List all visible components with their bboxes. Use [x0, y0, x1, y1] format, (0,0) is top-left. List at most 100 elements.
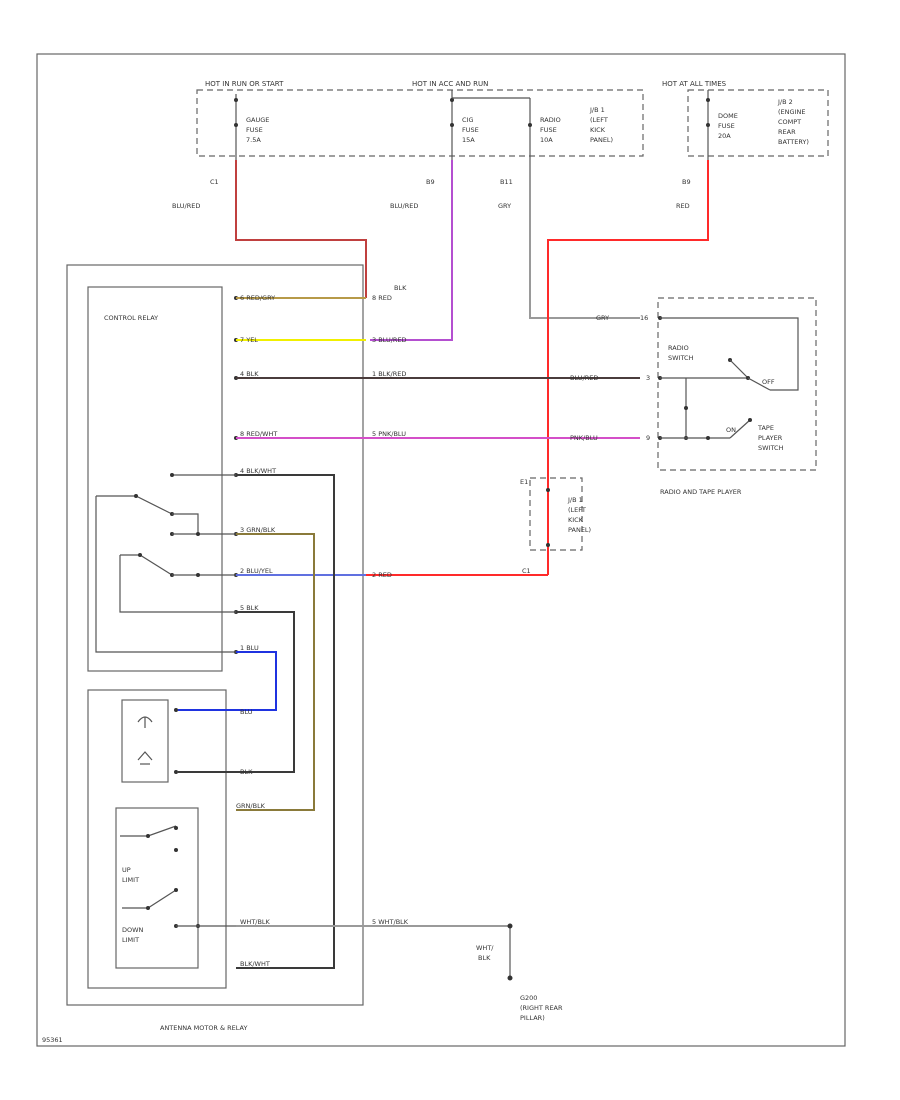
svg-text:(RIGHT REAR: (RIGHT REAR — [520, 1004, 563, 1012]
svg-text:FUSE: FUSE — [540, 126, 557, 134]
rpin8-label: 8 RED — [372, 294, 392, 302]
motor-pin-top — [174, 708, 178, 712]
svg-text:(ENGINE: (ENGINE — [778, 108, 805, 116]
svg-text:BATTERY): BATTERY) — [778, 138, 809, 146]
pin4-label: 4 BLK — [240, 370, 259, 378]
hot-acc-run-label: HOT IN ACC AND RUN — [412, 80, 488, 88]
svg-text:J/B 2: J/B 2 — [777, 98, 793, 106]
limit-switch-box — [115, 807, 199, 969]
jb1-fuse-box — [196, 89, 644, 157]
svg-text:ON: ON — [726, 426, 736, 434]
svg-text:20A: 20A — [718, 132, 731, 140]
motor-symbol-box — [121, 699, 169, 783]
svg-text:PILLAR): PILLAR) — [520, 1014, 545, 1022]
svg-text:G200: G200 — [520, 994, 537, 1002]
pin6-label: 6 RED/GRY — [240, 294, 275, 302]
svg-text:DOME: DOME — [718, 112, 738, 120]
antenna-caption: ANTENNA MOTOR & RELAY — [160, 1024, 247, 1032]
wire-grn-blk — [236, 533, 315, 811]
svg-text:RADIO: RADIO — [668, 344, 689, 352]
tape-player-switch: ON TAPE PLAYER SWITCH — [660, 378, 784, 452]
svg-text:LIMIT: LIMIT — [122, 876, 139, 884]
pin-c1: C1 — [210, 178, 219, 186]
jb2-label: J/B 2 (ENGINE COMPT REAR BATTERY) — [777, 98, 809, 146]
pin5-label: 5 BLK — [240, 604, 259, 612]
svg-text:PLAYER: PLAYER — [758, 434, 783, 442]
svg-text:UP: UP — [122, 866, 131, 874]
motor-icon — [137, 716, 153, 765]
motor-pin-bottom — [174, 770, 178, 774]
ground-splice — [507, 923, 513, 929]
control-relay-box — [87, 286, 223, 672]
svg-text:REAR: REAR — [778, 128, 796, 136]
wire-label-blu-red-b: BLU/RED — [390, 202, 418, 210]
wire-label-gry: GRY — [498, 202, 511, 210]
svg-text:PANEL): PANEL) — [568, 526, 591, 534]
svg-text:GAUGE: GAUGE — [246, 116, 269, 124]
svg-text:FUSE: FUSE — [246, 126, 263, 134]
jb1-mid-box — [529, 477, 583, 551]
svg-text:9: 9 — [646, 434, 650, 442]
hot-all-times-label: HOT AT ALL TIMES — [662, 80, 727, 88]
out-wht-blk-label: 5 WHT/BLK — [372, 918, 409, 926]
corner-code: 95361 — [42, 1036, 63, 1044]
wire-gauge-red-blk — [235, 160, 367, 298]
svg-text:J/B 1: J/B 1 — [567, 496, 583, 504]
radio-fuse: RADIO FUSE 10A — [528, 98, 561, 160]
svg-text:KICK: KICK — [568, 516, 584, 524]
dome-fuse: DOME FUSE 20A — [706, 90, 738, 160]
jb1-mid-label: J/B 1 (LEFT KICK PANEL) — [567, 496, 591, 534]
svg-text:KICK: KICK — [590, 126, 606, 134]
wht-blk-inner-label: WHT/BLK — [240, 918, 271, 926]
pin-c1-mid: C1 — [522, 567, 531, 575]
down-limit-switch: DOWN LIMIT — [122, 888, 236, 944]
ground-wire-label-2: BLK — [478, 954, 491, 962]
jb2-fuse-box — [687, 89, 829, 157]
wire-label-blu-red-right: BLU/RED — [570, 374, 598, 382]
pin-e1: E1 — [520, 478, 528, 486]
relay-switch-upper — [95, 473, 236, 653]
svg-text:FUSE: FUSE — [462, 126, 479, 134]
svg-text:15A: 15A — [462, 136, 475, 144]
ground-wire-label-1: WHT/ — [476, 944, 494, 952]
svg-text:RADIO: RADIO — [540, 116, 561, 124]
outer-frame — [36, 53, 846, 1047]
svg-text:CIG: CIG — [462, 116, 474, 124]
svg-text:(LEFT: (LEFT — [568, 506, 586, 514]
wire-label-blu-red-a: BLU/RED — [172, 202, 200, 210]
motor-blk-label: BLK — [240, 768, 253, 776]
wire-blu-motor — [178, 651, 277, 711]
jb1-top-label: J/B 1 (LEFT KICK PANEL) — [589, 106, 613, 144]
pin8-label: 8 RED/WHT — [240, 430, 277, 438]
wire-ground — [236, 925, 511, 978]
wire-label-red: RED — [676, 202, 690, 210]
svg-text:PANEL): PANEL) — [590, 136, 613, 144]
pin3-label: 3 GRN/BLK — [240, 526, 276, 534]
antenna-motor-relay-box — [66, 264, 364, 1006]
svg-text:DOWN: DOWN — [122, 926, 144, 934]
motor-box — [87, 689, 227, 989]
hot-run-start-label: HOT IN RUN OR START — [205, 80, 284, 88]
svg-text:3: 3 — [646, 374, 650, 382]
svg-text:10A: 10A — [540, 136, 553, 144]
radio-tape-caption: RADIO AND TAPE PLAYER — [660, 488, 742, 496]
pin4b-label: 4 BLK/WHT — [240, 467, 276, 475]
radio-switch: RADIO SWITCH OFF — [660, 317, 799, 391]
ground-label: G200 (RIGHT REAR PILLAR) — [520, 994, 563, 1022]
pin2-label: 2 BLU/YEL — [240, 567, 273, 575]
motor-grnblk-label: GRN/BLK — [236, 802, 266, 810]
svg-text:SWITCH: SWITCH — [758, 444, 784, 452]
pin-b11: B11 — [500, 178, 513, 186]
gauge-fuse: GAUGE FUSE 7.5A — [234, 94, 269, 160]
wire-radio-gry — [529, 160, 640, 319]
wire-dome-red — [547, 160, 709, 440]
pin7-label: 7 YEL — [240, 336, 258, 344]
wire-label-pnk-blu-right: PNK/BLU — [570, 434, 598, 442]
pin-b9-right: B9 — [682, 178, 691, 186]
svg-text:SWITCH: SWITCH — [668, 354, 694, 362]
motor-blu-label: BLU — [240, 708, 253, 716]
blk-wht-inner-label: BLK/WHT — [240, 960, 270, 968]
rpin5-label: 5 PNK/BLU — [372, 430, 406, 438]
relay-switch-lower — [119, 553, 236, 613]
